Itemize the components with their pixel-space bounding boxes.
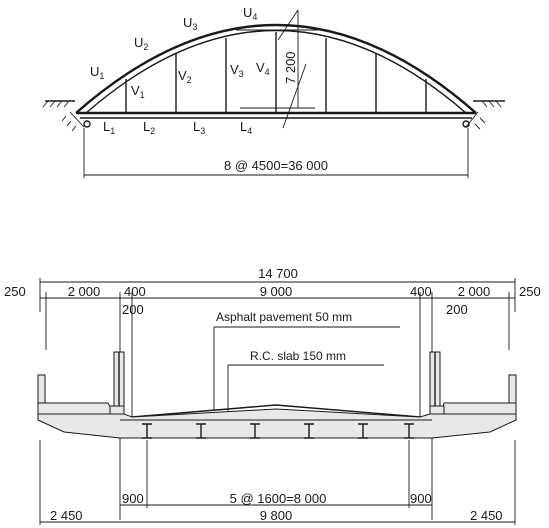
right-overhang-label: 2 450 [470,508,503,523]
roadway-surface [131,404,421,418]
right-rib [429,351,441,408]
left-walkway-slab [37,402,113,415]
stringer-spacing-label: 5 @ 1600=8 000 [230,491,327,506]
right-curb-label: 400 [410,284,432,299]
right-inner-label: 200 [446,302,468,317]
label-v2: V2 [178,68,192,85]
label-u1: U1 [90,64,104,81]
arch-inner-chord [85,29,467,114]
right-walkway-slab [441,402,517,415]
label-u3: U3 [183,15,197,32]
label-l4: L4 [240,119,252,136]
rise-label: 7 200 [283,51,298,84]
cross-section: 14 700 250 2 000 400 9 000 400 2 000 250… [4,266,541,525]
roadway-label: 9 000 [260,284,293,299]
span-dimension: 8 @ 4500=36 000 [83,128,469,178]
center-width-label: 9 800 [260,508,293,523]
right-railing [508,374,517,404]
left-walkway-label: 2 000 [68,284,101,299]
right-edge-label: 250 [519,284,541,299]
left-railing [37,374,46,404]
right-offset-label: 900 [410,491,432,506]
left-curb-label: 400 [124,284,146,299]
label-l3: L3 [193,119,205,136]
left-abutment [42,100,91,132]
stringers [142,423,414,439]
label-v3: V3 [230,62,244,79]
slab-note: R.C. slab 150 mm [250,349,346,363]
label-v4: V4 [256,60,270,77]
rise-dimension: 7 200 [236,9,318,129]
left-offset-label: 900 [122,491,144,506]
left-rib [113,351,125,408]
left-inner-label: 200 [122,302,144,317]
member-labels: U1 U2 U3 U4 V1 V2 V3 V4 L1 L2 L3 L4 [90,5,270,136]
deck-slab [37,408,517,439]
label-l1: L1 [103,119,115,136]
label-u4: U4 [243,5,257,22]
total-width-label: 14 700 [258,266,298,281]
label-l2: L2 [143,119,155,136]
label-u2: U2 [134,35,148,52]
arch-elevation: 7 200 U1 U2 U3 U4 V1 V2 V3 V4 L1 L2 L3 L… [42,5,505,178]
left-edge-label: 250 [4,284,26,299]
label-v1: V1 [131,83,145,100]
left-overhang-label: 2 450 [50,508,83,523]
arch-upper-chord [75,23,477,114]
asphalt-note: Asphalt pavement 50 mm [216,310,352,324]
span-label: 8 @ 4500=36 000 [224,158,328,173]
hangers [125,32,427,113]
right-abutment [462,100,505,130]
right-walkway-label: 2 000 [458,284,491,299]
